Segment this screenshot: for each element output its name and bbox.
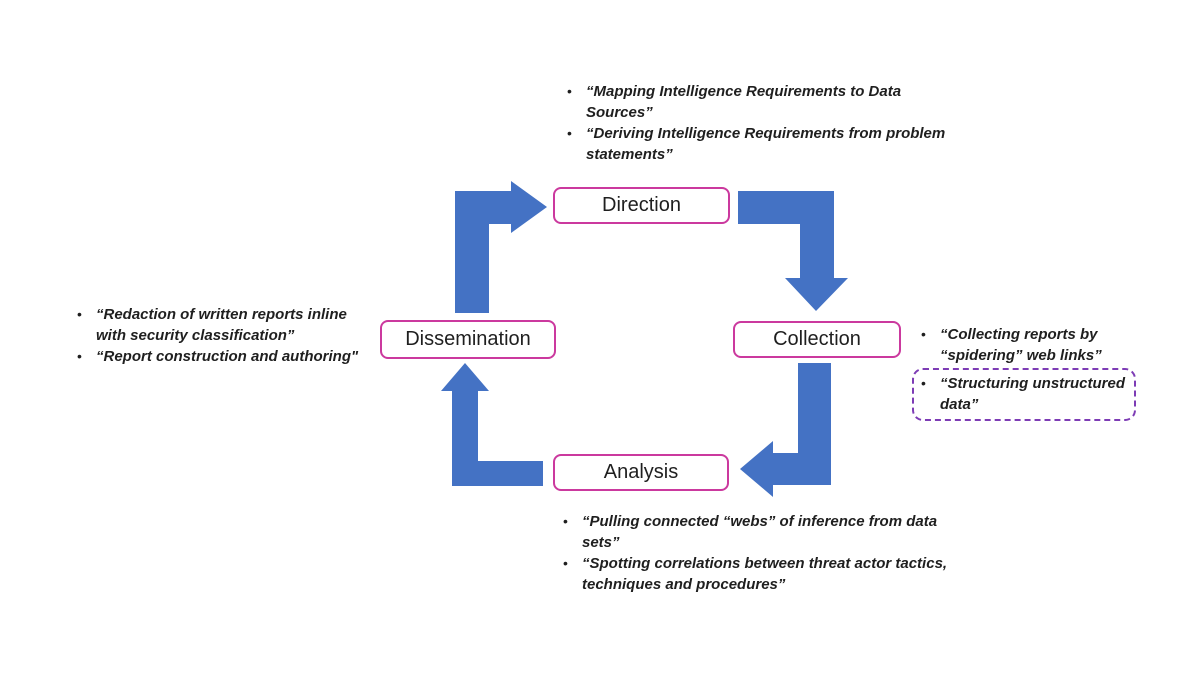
note-collection: • “Collecting reports by “spidering” web…: [912, 324, 1140, 421]
stage-label-direction: Direction: [602, 194, 681, 216]
arrow-direction-to-collection-icon: [738, 191, 848, 311]
arrow-analysis-to-dissemination-icon: [441, 363, 543, 486]
bullet-icon: •: [921, 326, 926, 342]
bullet-icon: •: [567, 83, 572, 99]
note-direction: • “Mapping Intelligence Requirements to …: [560, 81, 980, 165]
bullet-icon: •: [77, 348, 82, 364]
note-text: “Redaction of written reports inline wit…: [96, 306, 347, 344]
arrow-dissemination-to-direction-icon: [455, 181, 547, 313]
note-item: • “Structuring unstructured data”: [914, 373, 1128, 415]
note-item: • “Collecting reports by “spidering” web…: [912, 324, 1140, 366]
note-text: “Deriving Intelligence Requirements from…: [586, 125, 946, 163]
arrow-collection-to-analysis-icon: [740, 363, 831, 497]
stage-label-analysis: Analysis: [603, 461, 679, 483]
stage-box-dissemination: Dissemination: [380, 320, 556, 359]
note-item: • “Spotting correlations between threat …: [556, 553, 986, 595]
note-text: “Report construction and authoring": [96, 348, 359, 365]
bullet-icon: •: [77, 306, 82, 322]
note-analysis: • “Pulling connected “webs” of inference…: [556, 511, 986, 595]
stage-box-collection: Collection: [733, 321, 901, 358]
stage-box-analysis: Analysis: [553, 454, 729, 491]
bullet-icon: •: [567, 125, 572, 141]
note-item: • “Deriving Intelligence Requirements fr…: [560, 123, 980, 165]
note-item: • “Pulling connected “webs” of inference…: [556, 511, 986, 553]
note-text: “Mapping Intelligence Requirements to Da…: [586, 83, 902, 121]
bullet-icon: •: [921, 375, 926, 391]
note-text: “Structuring unstructured data”: [940, 375, 1126, 413]
bullet-icon: •: [563, 555, 568, 571]
note-dissemination: • “Redaction of written reports inline w…: [70, 304, 370, 367]
note-text: “Collecting reports by “spidering” web l…: [940, 326, 1102, 364]
bullet-icon: •: [563, 513, 568, 529]
stage-label-collection: Collection: [773, 328, 861, 350]
stage-box-direction: Direction: [553, 187, 730, 224]
note-item: • “Redaction of written reports inline w…: [70, 304, 370, 346]
note-text: “Spotting correlations between threat ac…: [582, 555, 948, 593]
highlight-box-structuring-unstructured-data: • “Structuring unstructured data”: [912, 368, 1136, 421]
note-item: • “Report construction and authoring": [70, 346, 370, 367]
note-item: • “Mapping Intelligence Requirements to …: [560, 81, 980, 123]
stage-label-dissemination: Dissemination: [405, 328, 531, 350]
note-text: “Pulling connected “webs” of inference f…: [582, 513, 938, 551]
